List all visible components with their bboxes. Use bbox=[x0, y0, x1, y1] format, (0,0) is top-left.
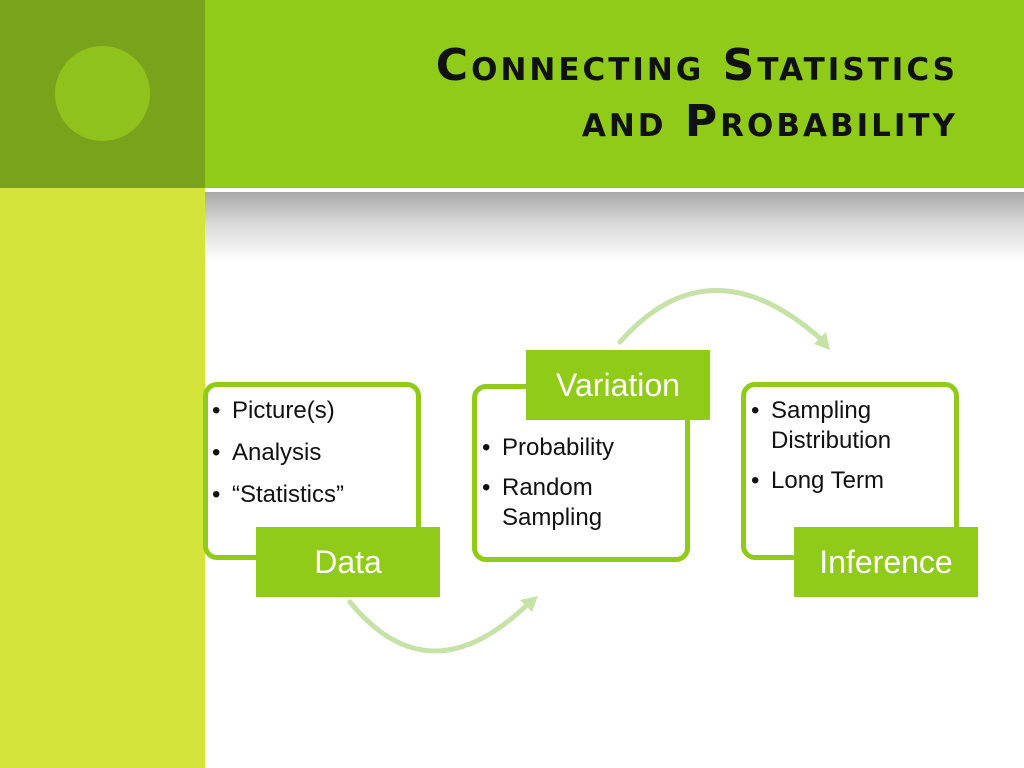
inference-bullet-list: Sampling Distribution Long Term bbox=[751, 396, 951, 506]
arrow-data-to-variation bbox=[347, 599, 533, 654]
title-divider bbox=[205, 188, 1024, 192]
variation-label: Variation bbox=[526, 350, 710, 420]
slide-title-line-2: and Probability bbox=[581, 96, 958, 147]
data-bullet: Analysis bbox=[212, 438, 412, 468]
data-bullet: Picture(s) bbox=[212, 396, 412, 426]
slide-title: Connecting Statistics and Probability bbox=[258, 38, 958, 150]
inference-bullet: Sampling Distribution bbox=[751, 396, 951, 456]
arrowhead-data-to-variation bbox=[520, 596, 538, 612]
title-bar bbox=[205, 0, 1024, 188]
left-accent-band bbox=[0, 188, 205, 768]
decorative-circle bbox=[55, 46, 150, 141]
title-shadow bbox=[205, 192, 1024, 262]
data-label: Data bbox=[256, 527, 440, 597]
data-bullet-list: Picture(s) Analysis “Statistics” bbox=[212, 396, 412, 522]
inference-label: Inference bbox=[794, 527, 978, 597]
variation-bullet: Probability bbox=[482, 433, 682, 463]
inference-bullet: Long Term bbox=[751, 466, 951, 496]
corner-block bbox=[0, 0, 205, 188]
slide-title-line-1: Connecting Statistics bbox=[435, 40, 958, 91]
arrowhead-variation-to-inference bbox=[814, 332, 830, 350]
arrow-variation-to-inference bbox=[617, 288, 825, 345]
data-bullet: “Statistics” bbox=[212, 480, 412, 510]
variation-bullet: Random Sampling bbox=[482, 473, 682, 533]
variation-bullet-list: Probability Random Sampling bbox=[482, 433, 682, 543]
